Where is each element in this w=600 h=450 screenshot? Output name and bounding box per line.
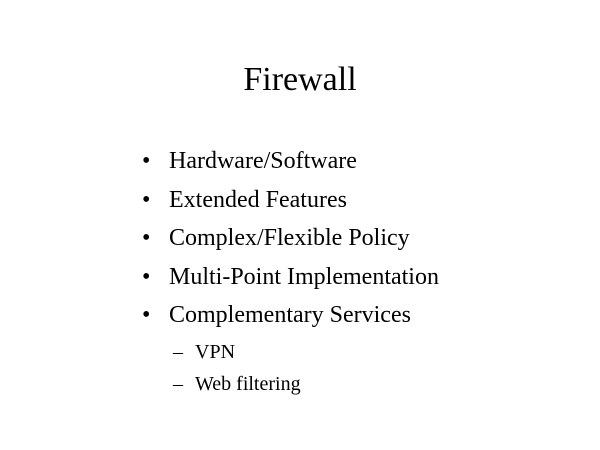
dash-icon: – bbox=[173, 341, 183, 363]
dash-icon: – bbox=[173, 373, 183, 395]
bullet-dot-icon: • bbox=[142, 225, 151, 251]
bullet-text: Multi-Point Implementation bbox=[169, 263, 439, 290]
bullet-text: Hardware/Software bbox=[169, 148, 357, 174]
bullet-text: Complementary Services bbox=[169, 302, 411, 328]
bullet-dot-icon: • bbox=[142, 263, 151, 290]
bullet-dot-icon: • bbox=[142, 186, 151, 213]
sub-bullet-text: VPN bbox=[195, 341, 236, 363]
slide-title: Firewall bbox=[243, 61, 357, 98]
bullet-dot-icon: • bbox=[142, 148, 151, 174]
bullet-text: Complex/Flexible Policy bbox=[169, 225, 410, 251]
bullet-dot-icon: • bbox=[142, 302, 151, 328]
bullet-text: Extended Features bbox=[169, 186, 347, 213]
sub-bullet-text: Web filtering bbox=[195, 373, 301, 395]
